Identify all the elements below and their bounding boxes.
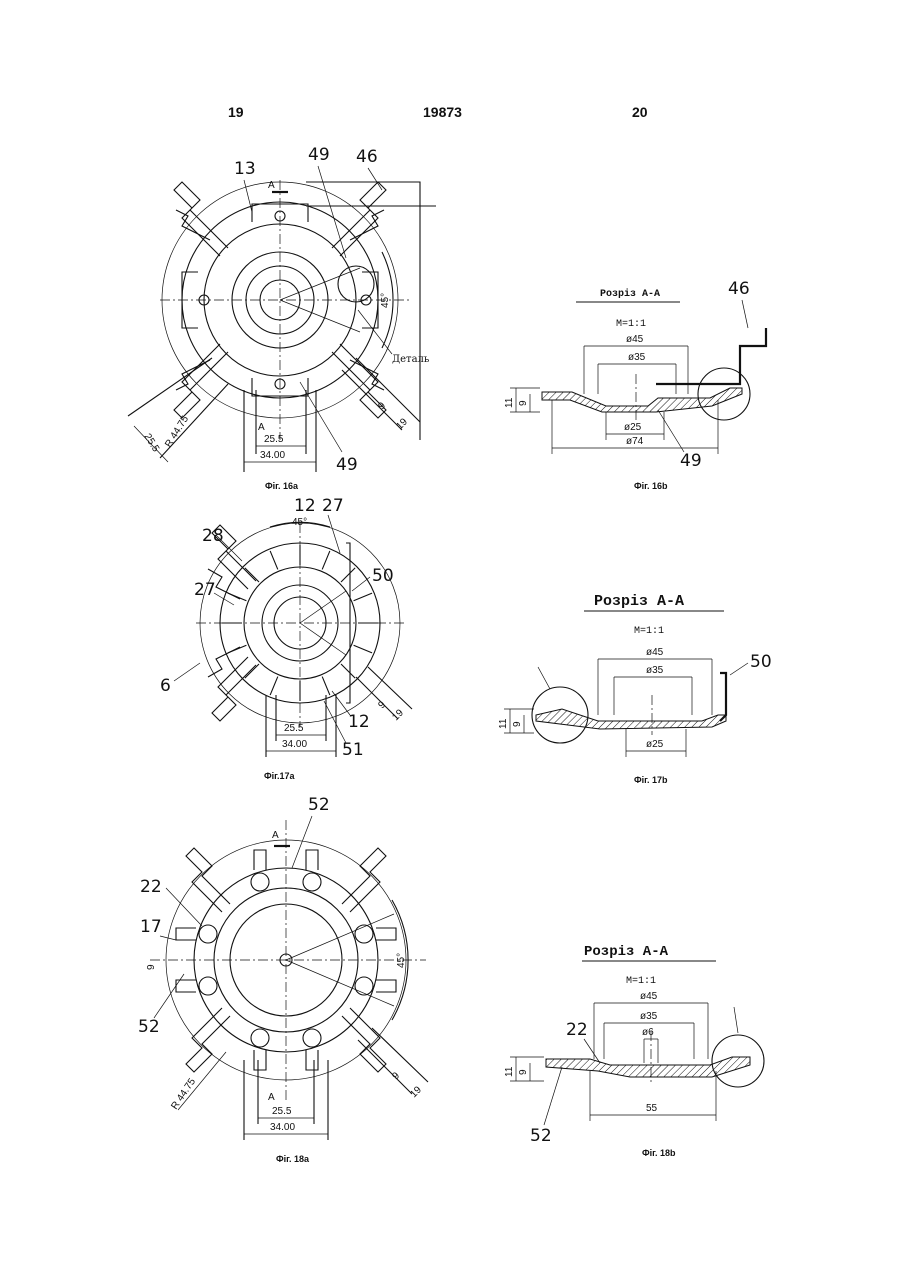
fig18a-section-mark-bottom: A <box>268 1092 275 1103</box>
fig16b-scale: М=1:1 <box>616 319 646 330</box>
fig17a-callout-27-left: 27 <box>194 580 216 600</box>
fig16b-dim-4: ø74 <box>626 436 644 447</box>
fig17a-callout-6: 6 <box>160 676 171 696</box>
fig18b-dim-2: ø35 <box>640 1011 658 1022</box>
fig18a-callout-52-left: 52 <box>138 1017 160 1037</box>
fig17b-title: Розріз А-А <box>594 593 684 610</box>
fig16a-callout-49-top: 49 <box>308 145 330 165</box>
fig18b-callout-52: 52 <box>530 1126 552 1146</box>
fig17a-dim-1: 25.5 <box>284 723 304 734</box>
fig17b-scale: М=1:1 <box>634 626 664 637</box>
fig17a-slot-line <box>322 677 330 695</box>
fig18a-angle: 45° <box>396 953 407 968</box>
fig17a-slot-line <box>341 568 355 582</box>
figure-18b-drawing: Розріз А-А М=1:1 ø45 ø35 ø6 11 9 55 22 5… <box>480 935 780 1145</box>
fig17a-callout-28: 28 <box>202 526 224 546</box>
fig17a-callout-50: 50 <box>372 566 394 586</box>
fig17a-dim-4: 19 <box>390 707 406 723</box>
fig17a-callout-12-bottom: 12 <box>348 712 370 732</box>
left-page-number: 19 <box>228 104 244 120</box>
figure-16b-drawing: Розріз А-А М=1:1 46 ø45 ø35 11 9 ø25 ø74… <box>480 270 780 480</box>
fig17b-caption: Фіг. 17b <box>634 775 668 785</box>
fig18b-caption: Фіг. 18b <box>642 1148 676 1158</box>
fig18b-title: Розріз А-А <box>584 944 669 960</box>
fig16b-dim-6: 9 <box>518 400 529 406</box>
fig18a-callout-52-top: 52 <box>308 795 330 815</box>
fig17a-slot-line <box>270 551 278 569</box>
fig18a-callout-22: 22 <box>140 877 162 897</box>
fig18b-scale: М=1:1 <box>626 976 656 987</box>
fig16b-callout-46: 46 <box>728 279 750 299</box>
fig18a-caption: Фіг. 18а <box>276 1154 309 1164</box>
fig17b-dim-5: 9 <box>512 721 523 727</box>
fig18a-dim-3: 34.00 <box>270 1122 295 1133</box>
figure-16a-drawing: 45° A A 25.5 34.00 25.5 R 44.75 9 19 Дет… <box>120 140 440 480</box>
fig16b-dim-5: 11 <box>504 397 515 408</box>
fig18a-callout-17: 17 <box>140 917 162 937</box>
fig17a-slot-line <box>354 593 372 601</box>
fig16a-callout-13: 13 <box>234 159 256 179</box>
fig17b-dim-1: ø45 <box>646 647 664 658</box>
fig18b-dim-6: 9 <box>518 1069 529 1075</box>
fig18b-dim-5: 11 <box>504 1066 515 1077</box>
fig18a-section-mark: A <box>272 830 279 841</box>
fig17a-slot-line <box>245 568 259 582</box>
fig16b-dim-3: ø25 <box>624 422 642 433</box>
fig16b-caption: Фіг. 16b <box>634 481 668 491</box>
fig18a-dim-5: 9 <box>390 1070 402 1082</box>
fig16a-section-mark-bottom: A <box>258 422 265 433</box>
fig17a-slot-line <box>341 664 355 678</box>
fig16a-detail-label: Деталь <box>392 354 430 365</box>
fig17a-caption: Фіг.17а <box>264 771 295 781</box>
fig17a-dim-2: 34.00 <box>282 739 307 750</box>
fig18b-dim-4: 55 <box>646 1103 658 1114</box>
fig16b-dim-2: ø35 <box>628 352 646 363</box>
fig17a-slot-line <box>245 664 259 678</box>
fig17a-slot-line <box>322 551 330 569</box>
fig18b-dim-3: ø6 <box>642 1027 654 1038</box>
figure-18a-drawing: 45° A A 9 25.5 34.00 R 44.75 9 19 52 22 … <box>130 790 440 1150</box>
fig16a-dim-6: 19 <box>394 416 410 432</box>
fig16a-dim-3: 25.5 <box>141 432 161 455</box>
figure-17a-drawing: 45° 25.5 34.00 9 19 12 27 28 27 50 6 12 … <box>160 495 430 770</box>
fig17a-slot-line <box>354 645 372 653</box>
fig16a-callout-46: 46 <box>356 147 378 167</box>
fig16a-dim-2: 34.00 <box>260 450 285 461</box>
figure-17b-drawing: Розріз А-А М=1:1 50 ø45 ø35 11 9 ø25 <box>480 585 780 775</box>
fig18a-dim-4: R 44.75 <box>169 1076 198 1112</box>
fig17a-dim-3: 9 <box>376 699 388 711</box>
fig16a-dim-1: 25.5 <box>264 434 284 445</box>
fig18a-dim-2: 25.5 <box>272 1106 292 1117</box>
fig16a-caption: Фіг. 16а <box>265 481 298 491</box>
fig17b-dim-3: ø25 <box>646 739 664 750</box>
fig17b-callout-50: 50 <box>750 652 772 672</box>
fig17a-callout-27-top: 27 <box>322 496 344 516</box>
fig16a-dim-5: 9 <box>376 400 388 412</box>
fig17a-callout-12-top: 12 <box>294 496 316 516</box>
fig17b-dim-4: 11 <box>498 718 509 729</box>
fig17a-slot-line <box>270 677 278 695</box>
fig18b-dim-1: ø45 <box>640 991 658 1002</box>
fig16b-callout-49: 49 <box>680 451 702 471</box>
right-page-number: 20 <box>632 104 648 120</box>
fig18b-callout-22: 22 <box>566 1020 588 1040</box>
document-number: 19873 <box>423 104 462 120</box>
fig18a-dim-1: 9 <box>146 964 157 970</box>
fig16b-title: Розріз А-А <box>600 288 660 300</box>
fig17a-callout-51: 51 <box>342 740 364 760</box>
fig16b-dim-1: ø45 <box>626 334 644 345</box>
fig16a-section-mark: A <box>268 180 275 191</box>
fig16a-dim-4: R 44.75 <box>163 414 191 450</box>
fig16a-callout-49-bottom: 49 <box>336 455 358 475</box>
fig18a-dim-6: 19 <box>408 1084 424 1100</box>
fig16a-angle: 45° <box>380 293 391 308</box>
fig17a-angle: 45° <box>292 517 307 528</box>
fig17b-dim-2: ø35 <box>646 665 664 676</box>
